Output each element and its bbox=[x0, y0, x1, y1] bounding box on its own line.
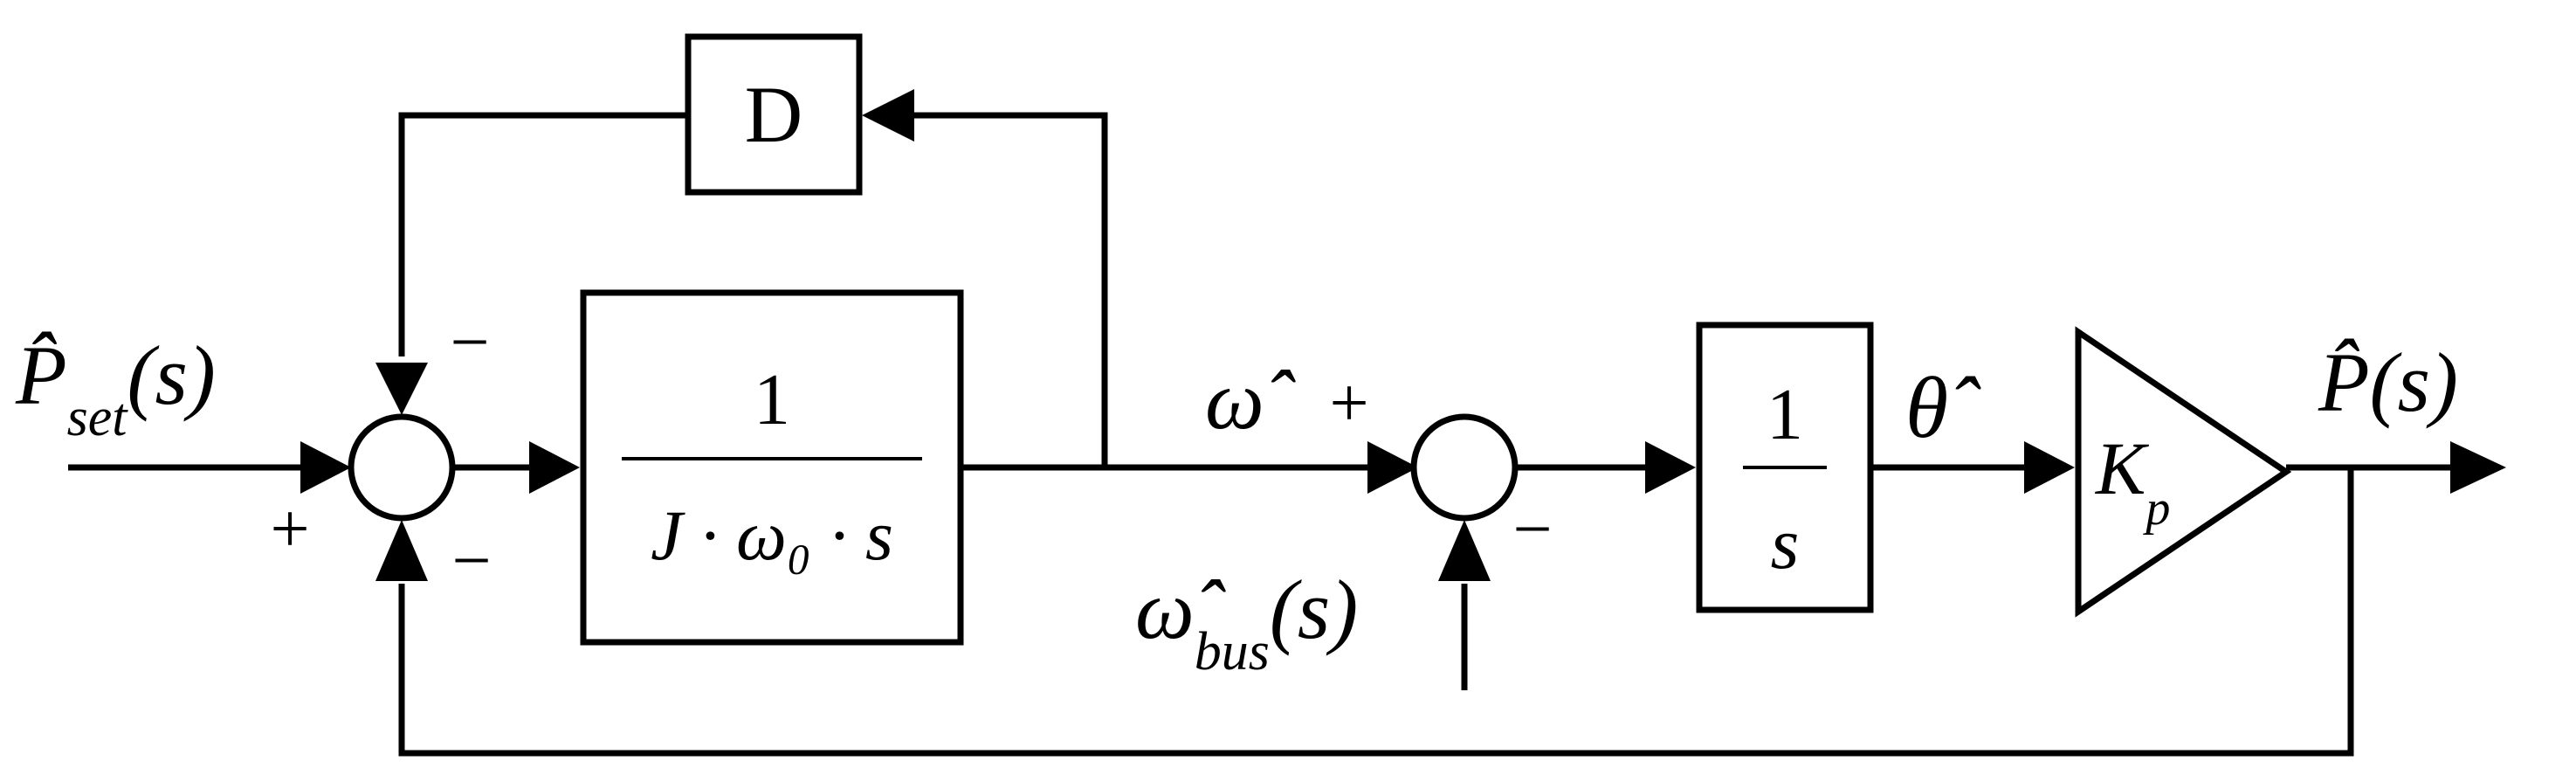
gain-subscript: p bbox=[2142, 481, 2170, 536]
sum1-bottom-minus-sign: − bbox=[451, 522, 491, 599]
arrow-into-sum1-left bbox=[300, 441, 351, 494]
inertia-block-numerator: 1 bbox=[754, 359, 790, 440]
inertia-block-denominator: J · ω₀ · s bbox=[651, 495, 893, 575]
damping-feedback-wire-in bbox=[912, 112, 1108, 467]
summing-junction-2 bbox=[1410, 413, 1519, 522]
input-signal-label: P̂set(s) bbox=[15, 329, 216, 447]
output-symbol: P̂ bbox=[2318, 336, 2370, 429]
sum2-minus-sign: − bbox=[1512, 491, 1552, 568]
arrow-into-sum2-bottom bbox=[1438, 520, 1491, 581]
integrator-block-numerator: 1 bbox=[1767, 374, 1803, 455]
input-symbol: P̂ bbox=[15, 329, 67, 422]
inertia-block bbox=[580, 289, 964, 646]
omega-signal-label: ω̂ bbox=[1205, 353, 1296, 446]
omega-bus-subscript: bus bbox=[1195, 622, 1270, 682]
theta-signal-label: θ̂ bbox=[1905, 359, 1981, 456]
power-feedback-wire bbox=[398, 467, 2354, 757]
integrator-block-denominator: s bbox=[1771, 503, 1800, 585]
damping-block bbox=[685, 33, 863, 196]
arrow-into-integrator bbox=[1645, 441, 1696, 494]
output-arg: (s) bbox=[2370, 336, 2458, 429]
input-subscript: set bbox=[67, 388, 129, 447]
arrow-into-sum1-bottom bbox=[375, 520, 428, 581]
arrow-into-inertia bbox=[529, 441, 580, 494]
omega-bus-signal-label: ω̂bus(s) bbox=[1135, 563, 1358, 682]
arrow-into-sum1-top bbox=[375, 363, 428, 415]
summing-junction-1 bbox=[348, 413, 456, 522]
input-arg: (s) bbox=[127, 329, 216, 422]
gain-block-label: Kp bbox=[2094, 426, 2170, 536]
arrow-output bbox=[2450, 441, 2506, 494]
sum2-plus-sign: + bbox=[1329, 365, 1368, 442]
sum1-top-minus-sign: − bbox=[450, 304, 489, 381]
damping-block-label: D bbox=[745, 70, 802, 159]
gain-symbol: K bbox=[2094, 426, 2150, 510]
arrow-into-damping bbox=[862, 89, 914, 142]
sum1-plus-sign: + bbox=[270, 491, 309, 568]
omega-bus-arg: (s) bbox=[1270, 563, 1358, 656]
output-signal-label: P̂(s) bbox=[2318, 336, 2458, 429]
arrow-into-sum2-left bbox=[1367, 441, 1418, 494]
damping-feedback-wire-out bbox=[398, 112, 688, 356]
arrow-into-gain bbox=[2024, 441, 2075, 494]
gain-block bbox=[2075, 326, 2292, 618]
